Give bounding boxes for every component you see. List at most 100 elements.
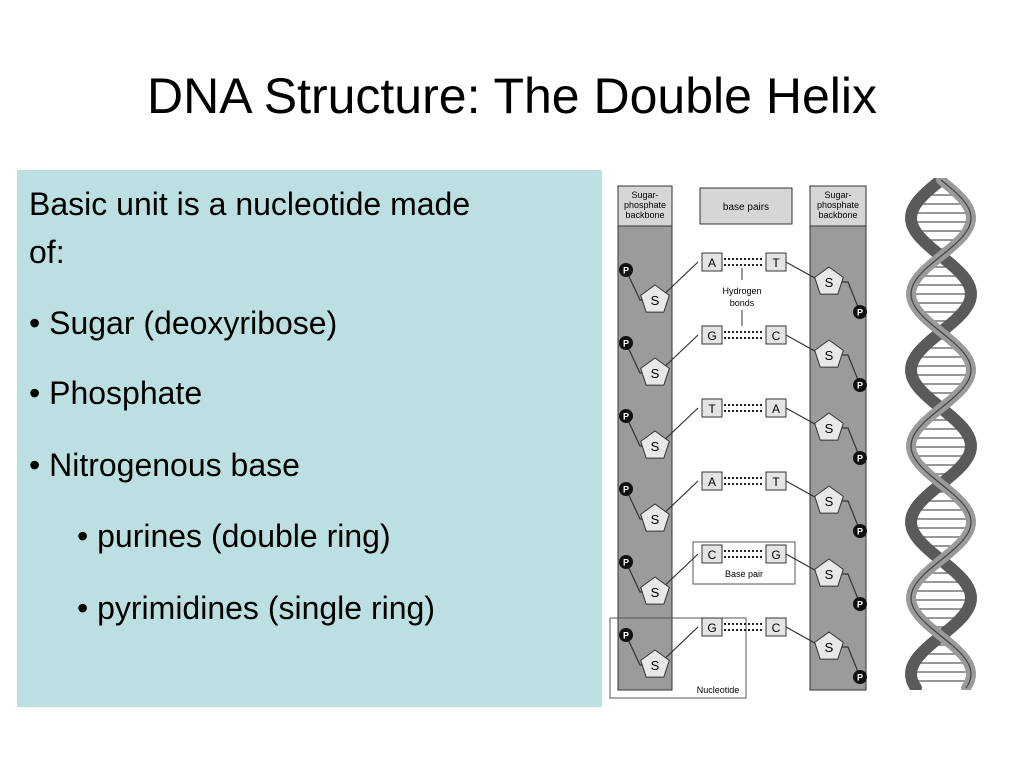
phosphate-right xyxy=(853,524,867,538)
base-left-box xyxy=(701,325,723,345)
hydrogen-label-line-1: Hydrogen xyxy=(722,286,761,296)
base-right-label: A xyxy=(772,402,780,416)
base-right-box xyxy=(765,325,787,345)
sugar-right-label: S xyxy=(825,421,834,436)
phosphate-left-label: P xyxy=(623,631,629,641)
slide-title: DNA Structure: The Double Helix xyxy=(147,68,877,124)
base-left-label: T xyxy=(708,402,716,416)
phosphate-left xyxy=(619,555,633,569)
sugar-right xyxy=(814,412,844,441)
right-header-line-1: Sugar- xyxy=(824,190,851,200)
phosphate-right-label: P xyxy=(857,308,863,318)
phosphate-left xyxy=(619,628,633,642)
sugar-left xyxy=(640,430,670,459)
base-pair-box xyxy=(692,541,796,585)
phosphate-right-label: P xyxy=(857,381,863,391)
sugar-right-label: S xyxy=(825,567,834,582)
base-pairs-label: base pairs xyxy=(723,202,769,213)
base-left-box xyxy=(701,252,723,272)
sub-bullet-pyrimidines: • pyrimidines (single ring) xyxy=(77,590,435,626)
base-right-box xyxy=(765,544,787,564)
phosphate-left xyxy=(619,263,633,277)
phosphate-right-label: P xyxy=(857,600,863,610)
sugar-right xyxy=(814,339,844,368)
base-left-box xyxy=(701,544,723,564)
base-pair-label: Base pair xyxy=(725,569,763,579)
base-right-box xyxy=(765,617,787,637)
sugar-left-label: S xyxy=(651,439,660,454)
phosphate-right-label: P xyxy=(857,673,863,683)
sugar-left xyxy=(640,284,670,313)
sugar-left xyxy=(640,357,670,386)
left-header-line-1: Sugar- xyxy=(631,190,658,200)
base-right-label: T xyxy=(772,475,780,489)
right-backbone-header xyxy=(809,185,867,227)
bullet-sugar: • Sugar (deoxyribose) xyxy=(29,305,338,341)
phosphate-left-label: P xyxy=(623,266,629,276)
base-left-label: G xyxy=(707,329,716,343)
base-right-label: G xyxy=(771,548,780,562)
left-backbone-header xyxy=(617,185,673,227)
sugar-left-label: S xyxy=(651,512,660,527)
sugar-right xyxy=(814,266,844,295)
sugar-right xyxy=(814,631,844,660)
nucleotide-box xyxy=(609,617,747,699)
base-pairs-header xyxy=(699,187,793,225)
sugar-right-label: S xyxy=(825,640,834,655)
intro-line: Basic unit is a nucleotide made xyxy=(29,186,471,222)
sugar-right-label: S xyxy=(825,494,834,509)
phosphate-left-label: P xyxy=(623,412,629,422)
helix-strand-back xyxy=(905,178,977,690)
intro-line-continued: of: xyxy=(29,234,65,270)
bullet-nitrogenous-base: • Nitrogenous base xyxy=(29,447,300,483)
sugar-left-label: S xyxy=(651,366,660,381)
phosphate-left-label: P xyxy=(623,558,629,568)
phosphate-left xyxy=(619,482,633,496)
sugar-left-label: S xyxy=(651,658,660,673)
base-left-label: A xyxy=(708,256,716,270)
nucleotide-label: Nucleotide xyxy=(697,685,740,695)
phosphate-right-label: P xyxy=(857,527,863,537)
sugar-right-label: S xyxy=(825,275,834,290)
phosphate-right xyxy=(853,378,867,392)
dna-ladder-diagram: Sugar- phosphate backbone Sugar- phospha… xyxy=(609,185,867,699)
phosphate-left xyxy=(619,336,633,350)
right-header-line-2: phosphate xyxy=(817,200,859,210)
left-header-line-2: phosphate xyxy=(624,200,666,210)
base-right-label: T xyxy=(772,256,780,270)
phosphate-right xyxy=(853,305,867,319)
sugar-left xyxy=(640,576,670,605)
sugar-left xyxy=(640,503,670,532)
base-right-box xyxy=(765,471,787,491)
left-header-line-3: backbone xyxy=(625,210,664,220)
bullet-phosphate: • Phosphate xyxy=(29,375,203,411)
sugar-right-label: S xyxy=(825,348,834,363)
hydrogen-label-line-2: bonds xyxy=(730,298,755,308)
sugar-right xyxy=(814,485,844,514)
phosphate-right-label: P xyxy=(857,454,863,464)
base-left-box xyxy=(701,471,723,491)
phosphate-right xyxy=(853,451,867,465)
sugar-left-label: S xyxy=(651,585,660,600)
base-right-box xyxy=(765,252,787,272)
base-right-box xyxy=(765,398,787,418)
phosphate-right xyxy=(853,670,867,684)
right-header-line-3: backbone xyxy=(818,210,857,220)
helix-strand-outline xyxy=(910,179,972,689)
sugar-left xyxy=(640,649,670,678)
sugar-left-label: S xyxy=(651,293,660,308)
base-left-box xyxy=(701,398,723,418)
base-right-label: C xyxy=(772,621,781,635)
double-helix-illustration xyxy=(905,178,977,690)
base-left-label: A xyxy=(708,475,716,489)
phosphate-right xyxy=(853,597,867,611)
phosphate-left-label: P xyxy=(623,339,629,349)
phosphate-left-label: P xyxy=(623,485,629,495)
sub-bullet-purines: • purines (double ring) xyxy=(77,518,391,554)
base-right-label: C xyxy=(772,329,781,343)
base-left-box xyxy=(701,617,723,637)
sugar-right xyxy=(814,558,844,587)
nucleotide-text-box: Basic unit is a nucleotide made of: • Su… xyxy=(17,170,602,707)
base-left-label: C xyxy=(708,548,717,562)
base-left-label: G xyxy=(707,621,716,635)
